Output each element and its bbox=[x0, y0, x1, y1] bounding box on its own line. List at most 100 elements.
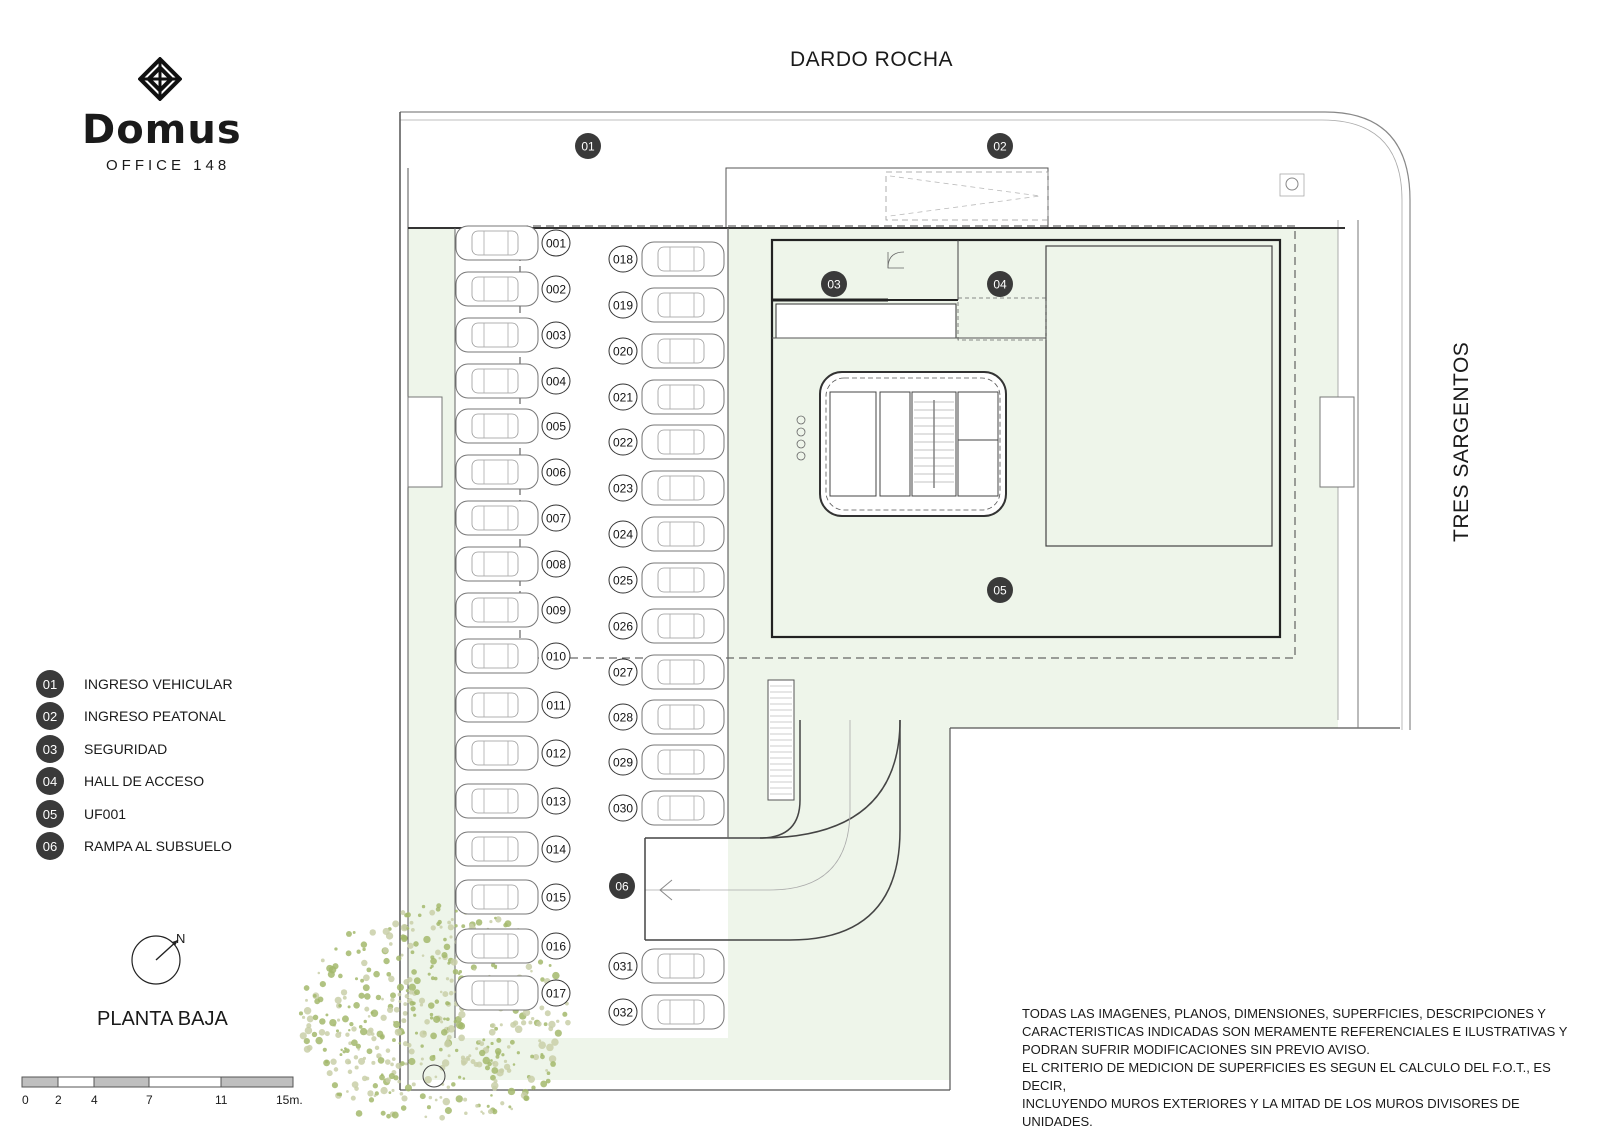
parking-space-number: 008 bbox=[541, 550, 571, 578]
disclaimer-line: CARACTERISTICAS INDICADAS SON MERAMENTE … bbox=[1022, 1024, 1568, 1039]
svg-text:027: 027 bbox=[613, 666, 633, 680]
area-marker: 05 bbox=[987, 577, 1013, 603]
legend-number: 03 bbox=[36, 735, 64, 763]
scale-tick-label: 0 bbox=[22, 1093, 29, 1107]
parking-space-number: 014 bbox=[541, 835, 571, 863]
parked-car-icon bbox=[455, 638, 539, 674]
svg-text:021: 021 bbox=[613, 391, 633, 405]
parked-car-icon bbox=[455, 879, 539, 915]
parked-car-icon bbox=[455, 225, 539, 261]
svg-text:031: 031 bbox=[613, 960, 633, 974]
svg-text:016: 016 bbox=[546, 940, 566, 954]
legend-item: 02 INGRESO PEATONAL bbox=[36, 702, 226, 730]
parked-car-icon bbox=[641, 562, 725, 598]
svg-text:06: 06 bbox=[615, 880, 629, 894]
legend-item: 01 INGRESO VEHICULAR bbox=[36, 670, 233, 698]
parked-car-icon bbox=[455, 454, 539, 490]
parking-space-number: 029 bbox=[608, 748, 638, 776]
parking-space-number: 019 bbox=[608, 291, 638, 319]
street-label-north: DARDO ROCHA bbox=[790, 48, 954, 71]
svg-text:004: 004 bbox=[546, 375, 566, 389]
parking-space-number: 012 bbox=[541, 739, 571, 767]
scale-tick-label: 11 bbox=[215, 1093, 228, 1107]
parked-car-icon bbox=[641, 744, 725, 780]
parked-car-icon bbox=[641, 424, 725, 460]
parking-space-number: 004 bbox=[541, 367, 571, 395]
north-arrow-icon bbox=[131, 935, 181, 985]
svg-text:029: 029 bbox=[613, 756, 633, 770]
area-marker: 04 bbox=[987, 271, 1013, 297]
svg-text:007: 007 bbox=[546, 512, 566, 526]
svg-text:002: 002 bbox=[546, 283, 566, 297]
parking-space-number: 010 bbox=[541, 642, 571, 670]
svg-text:02: 02 bbox=[993, 140, 1007, 154]
parking-space-number: 025 bbox=[608, 566, 638, 594]
svg-text:022: 022 bbox=[613, 436, 633, 450]
parking-space-number: 006 bbox=[541, 458, 571, 486]
svg-text:01: 01 bbox=[581, 140, 595, 154]
parked-car-icon bbox=[641, 948, 725, 984]
area-marker: 06 bbox=[609, 873, 635, 899]
parked-car-icon bbox=[455, 500, 539, 536]
security-counter bbox=[775, 303, 957, 339]
svg-text:011: 011 bbox=[546, 699, 565, 713]
svg-text:028: 028 bbox=[613, 711, 633, 725]
svg-text:009: 009 bbox=[546, 604, 566, 618]
parked-car-icon bbox=[455, 928, 539, 964]
parking-space-number: 009 bbox=[541, 596, 571, 624]
parking-space-number: 018 bbox=[608, 245, 638, 273]
parked-car-icon bbox=[641, 241, 725, 277]
svg-text:006: 006 bbox=[546, 466, 566, 480]
area-marker: 01 bbox=[575, 133, 601, 159]
legend-item: 06 RAMPA AL SUBSUELO bbox=[36, 832, 232, 860]
parking-space-number: 007 bbox=[541, 504, 571, 532]
svg-text:013: 013 bbox=[546, 795, 566, 809]
legend-item: 05 UF001 bbox=[36, 800, 126, 828]
parked-car-icon bbox=[455, 783, 539, 819]
disclaimer-line: PODRAN SUFRIR MODIFICACIONES SIN PREVIO … bbox=[1022, 1042, 1370, 1057]
legend-number: 05 bbox=[36, 800, 64, 828]
plan-title: PLANTA BAJA bbox=[97, 1008, 228, 1030]
parking-space-number: 028 bbox=[608, 703, 638, 731]
parked-car-icon bbox=[641, 470, 725, 506]
parked-car-icon bbox=[455, 592, 539, 628]
svg-text:023: 023 bbox=[613, 482, 633, 496]
svg-text:017: 017 bbox=[546, 987, 566, 1001]
parked-car-icon bbox=[641, 994, 725, 1030]
parked-car-icon bbox=[455, 687, 539, 723]
parking-space-number: 001 bbox=[541, 229, 571, 257]
parked-car-icon bbox=[641, 516, 725, 552]
parking-space-number: 021 bbox=[608, 383, 638, 411]
parked-car-icon bbox=[455, 975, 539, 1011]
parked-car-icon bbox=[641, 333, 725, 369]
svg-text:012: 012 bbox=[546, 747, 566, 761]
scale-bar bbox=[21, 1076, 294, 1088]
legend-label: HALL DE ACCESO bbox=[84, 773, 205, 789]
parking-space-number: 011 bbox=[541, 691, 571, 719]
core-elevators bbox=[957, 391, 999, 497]
svg-text:03: 03 bbox=[827, 278, 841, 292]
north-label: N bbox=[176, 931, 186, 946]
legend-number: 01 bbox=[36, 670, 64, 698]
disclaimer-line: EL CRITERIO DE MEDICION DE SUPERFICIES E… bbox=[1022, 1060, 1551, 1093]
svg-text:008: 008 bbox=[546, 558, 566, 572]
building-core bbox=[819, 371, 1007, 517]
logo-name: Domus bbox=[82, 107, 242, 153]
parking-space-number: 002 bbox=[541, 275, 571, 303]
parking-space-number: 032 bbox=[608, 998, 638, 1026]
parking-space-number: 022 bbox=[608, 428, 638, 456]
parked-car-icon bbox=[641, 699, 725, 735]
svg-text:003: 003 bbox=[546, 329, 566, 343]
parking-space-number: 024 bbox=[608, 520, 638, 548]
legend-item: 04 HALL DE ACCESO bbox=[36, 767, 204, 795]
domus-logo-icon bbox=[138, 57, 182, 101]
svg-text:04: 04 bbox=[993, 278, 1007, 292]
legend-label: SEGURIDAD bbox=[84, 741, 168, 757]
disclaimer: TODAS LAS IMAGENES, PLANOS, DIMENSIONES,… bbox=[1022, 1005, 1582, 1131]
svg-text:032: 032 bbox=[613, 1006, 633, 1020]
parking-space-number: 017 bbox=[541, 979, 571, 1007]
scale-tick-label: 2 bbox=[55, 1093, 62, 1107]
svg-text:024: 024 bbox=[613, 528, 633, 542]
parking-space-number: 026 bbox=[608, 612, 638, 640]
ramp-arrow bbox=[659, 879, 700, 901]
